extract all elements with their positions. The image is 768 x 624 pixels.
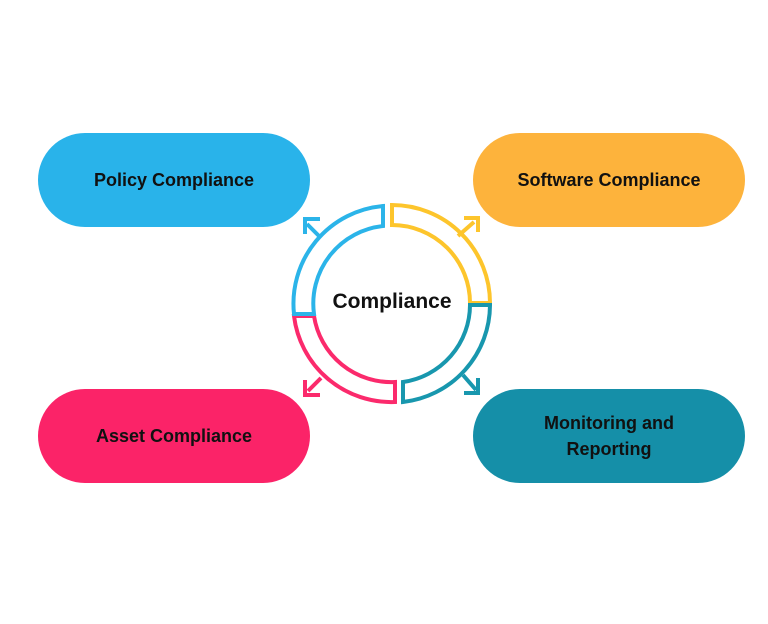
node-label: Asset Compliance (95, 426, 253, 446)
arrow-to-monitoring (401, 303, 493, 405)
arrow-to-policy (291, 203, 385, 316)
center-label: Compliance (332, 290, 452, 313)
node-monitoring-reporting: Monitoring and Reporting (473, 389, 745, 483)
node-policy-compliance: Policy Compliance (38, 133, 310, 227)
arrowhead-software (456, 216, 480, 238)
node-software-compliance: Software Compliance (473, 133, 745, 227)
node-label: Policy Compliance (93, 170, 255, 190)
node-label: Monitoring and Reporting (544, 413, 674, 459)
arrowhead-asset (303, 376, 323, 397)
node-label: Software Compliance (517, 170, 701, 190)
arrowhead-monitoring (461, 373, 480, 395)
node-asset-compliance: Asset Compliance (38, 389, 310, 483)
arrowhead-policy (303, 217, 322, 239)
